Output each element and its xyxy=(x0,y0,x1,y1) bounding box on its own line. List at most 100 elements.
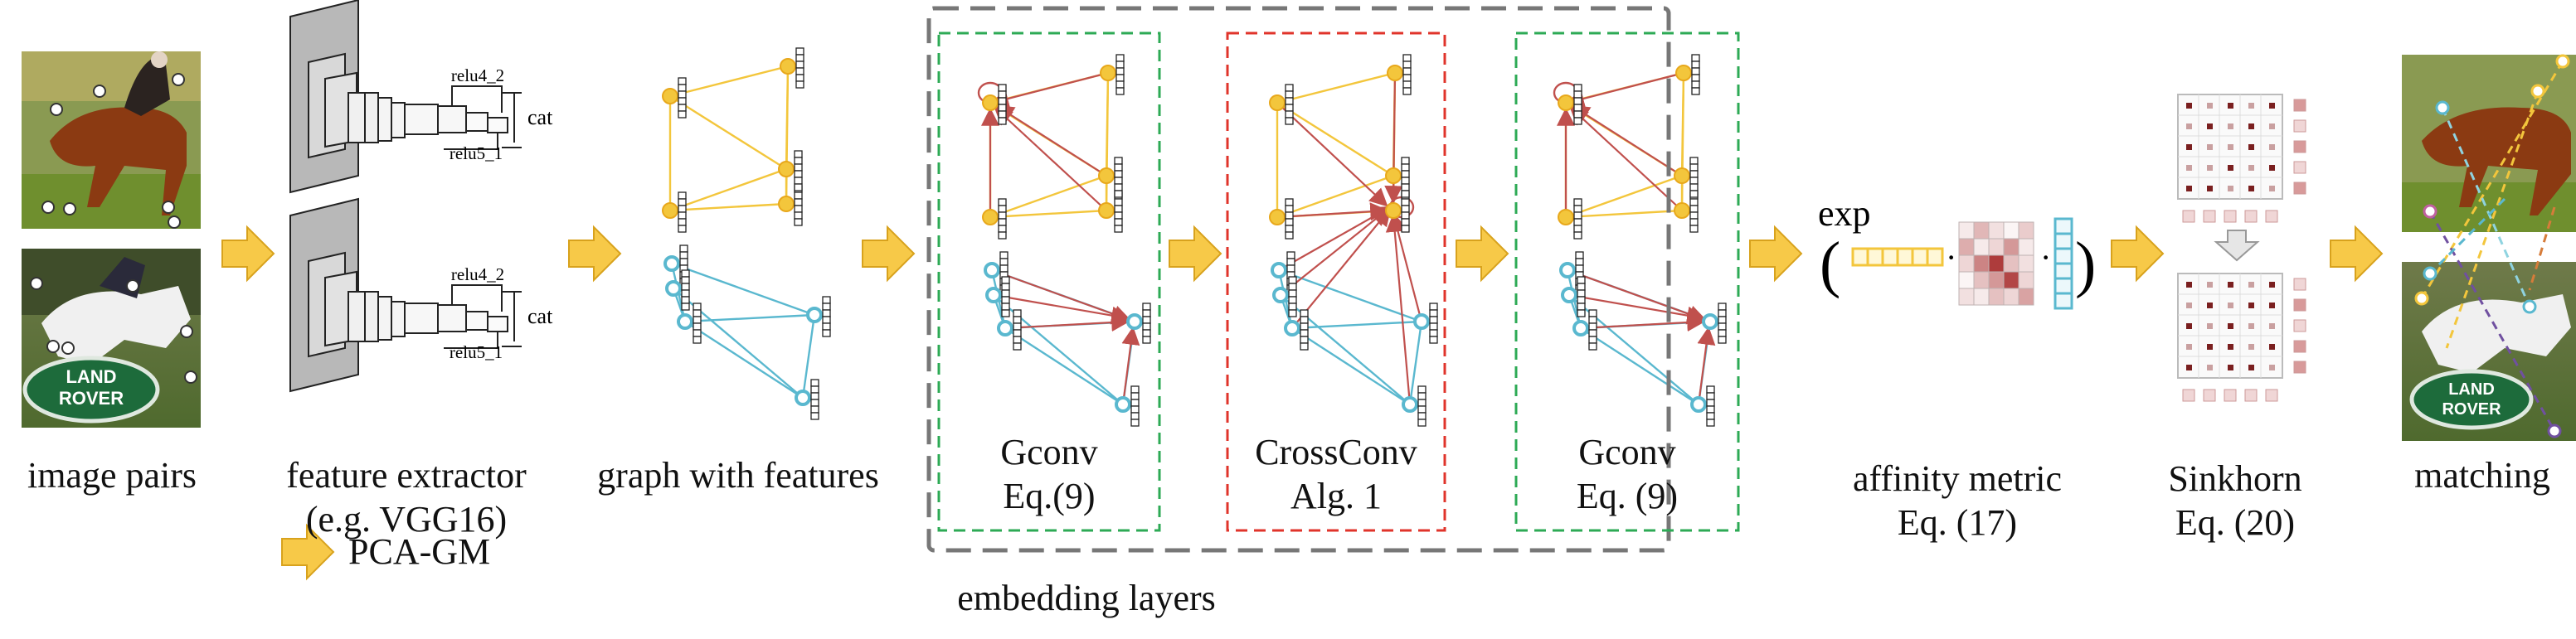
affinity-cell xyxy=(2003,254,2019,273)
crossconv-panel-nodes xyxy=(1269,54,1438,427)
gconv2-panel xyxy=(1553,54,1727,427)
affinity-cell xyxy=(2003,238,2019,256)
cat-label: cat xyxy=(527,105,553,129)
block-arrow-icon-5 xyxy=(1456,225,1509,283)
affinity-cell xyxy=(1958,288,1975,306)
relu5-label-2: relu5_1 xyxy=(450,342,503,362)
gconv2-panel-nodes xyxy=(1558,54,1727,427)
affinity-cell xyxy=(2003,288,2019,306)
flow-arrows xyxy=(221,225,2384,581)
cat-label-2: cat xyxy=(527,304,553,328)
affinity-cell xyxy=(2018,254,2034,273)
affinity-cell xyxy=(1973,254,1990,273)
label-sinkhorn-line1: Sinkhorn xyxy=(2168,458,2302,499)
label-affinity-line1: affinity metric xyxy=(1852,458,2063,499)
label-gconv2-line1: Gconv xyxy=(1578,432,1676,472)
left-photo-keypoints xyxy=(30,73,197,384)
image-pair-top xyxy=(22,51,201,229)
label-gconv2-line2: Eq. (9) xyxy=(1576,475,1679,516)
block-arrow-icon-8 xyxy=(2330,225,2384,283)
crossconv-panel xyxy=(1269,54,1438,427)
relu5-label: relu5_1 xyxy=(450,143,503,163)
blue-feature-vector xyxy=(2054,217,2073,310)
affinity-cell xyxy=(2018,271,2034,289)
label-gconv2: Gconv Eq. (9) xyxy=(1516,431,1738,519)
block-arrow-icon-4 xyxy=(1169,225,1222,283)
label-image-pairs: image pairs xyxy=(27,455,197,496)
label-feature-extractor-line1: feature extractor xyxy=(286,455,527,496)
affinity-cell xyxy=(2018,288,2034,306)
close-paren: ) xyxy=(2075,230,2096,299)
cnn-top xyxy=(289,0,522,194)
gconv1-panel-message-edges xyxy=(977,71,1140,405)
affinity-cell xyxy=(1958,271,1975,289)
cnn-bottom-labels: relu4_2 relu5_1 cat xyxy=(450,264,553,362)
legend-label-pca-gm: PCA-GM xyxy=(348,531,491,572)
sinkhorn-grid xyxy=(2177,273,2306,402)
label-affinity-metric: affinity metric Eq. (17) xyxy=(1808,457,2107,545)
label-feature-extractor-line2: (e.g. VGG16) xyxy=(305,498,508,540)
logo-text-land: LAND xyxy=(66,366,116,387)
image-pair-bottom: LAND ROVER xyxy=(22,249,201,428)
crossconv-panel-message-edges xyxy=(1276,72,1423,405)
affinity-cell xyxy=(1988,288,2005,306)
label-affinity-line2: Eq. (17) xyxy=(1897,501,2018,543)
affinity-cell xyxy=(2003,271,2019,289)
matching-lines xyxy=(2420,61,2564,432)
graph-features-panel xyxy=(662,47,831,420)
legend-arrow-icon xyxy=(281,523,335,581)
block-arrow-icon-6 xyxy=(1749,225,1803,283)
label-feature-extractor: feature extractor (e.g. VGG16) xyxy=(265,454,547,542)
cnn-bottom xyxy=(289,197,522,393)
affinity-cell xyxy=(1958,238,1975,256)
affinity-cell xyxy=(1988,238,2005,256)
matching-keypoints xyxy=(2414,54,2570,438)
label-crossconv-line1: CrossConv xyxy=(1255,432,1417,472)
crossconv-box xyxy=(1226,31,1446,532)
dot-1: · xyxy=(1946,239,1956,276)
graph-panels xyxy=(662,47,1727,427)
relu4-label-2: relu4_2 xyxy=(451,264,504,284)
label-gconv1-line1: Gconv xyxy=(1000,432,1098,472)
affinity-cell xyxy=(1958,221,1975,240)
affinity-cell xyxy=(1988,221,2005,240)
affinity-matrix xyxy=(1958,221,2034,306)
affinity-cell xyxy=(1973,271,1990,289)
affinity-cell xyxy=(1988,271,2005,289)
embedding-layers-box xyxy=(926,6,1671,553)
sinkhorn-grid xyxy=(2177,94,2306,223)
graph-features-panel-nodes xyxy=(662,47,831,420)
yellow-feature-vector xyxy=(1851,247,1944,267)
sinkhorn-matrices xyxy=(2177,94,2306,402)
logo-text-rover: ROVER xyxy=(59,388,124,409)
logo-text-land-right: LAND xyxy=(2448,380,2495,399)
graph-features-panel-edges xyxy=(668,65,816,399)
open-paren: ( xyxy=(1820,230,1840,299)
label-sinkhorn-line2: Eq. (20) xyxy=(2175,501,2296,543)
exp-text: exp xyxy=(1818,193,1871,234)
label-matching: matching xyxy=(2414,455,2550,496)
affinity-cell xyxy=(1958,254,1975,273)
label-crossconv-line2: Alg. 1 xyxy=(1290,475,1382,516)
gconv1-box xyxy=(937,31,1161,532)
affinity-cell xyxy=(2018,238,2034,256)
gconv1-panel-nodes xyxy=(982,54,1151,427)
logo-text-rover-right: ROVER xyxy=(2442,400,2501,419)
dot-2: · xyxy=(2040,239,2051,276)
gconv2-panel-message-edges xyxy=(1553,71,1716,405)
affinity-cell xyxy=(2018,221,2034,240)
sinkhorn-down-arrow-icon xyxy=(2214,230,2260,262)
block-arrow-icon-1 xyxy=(221,225,275,283)
label-graph-with-features: graph with features xyxy=(597,455,879,496)
affinity-cell xyxy=(2003,221,2019,240)
label-embedding-layers: embedding layers xyxy=(957,578,1216,618)
block-arrow-icon-2 xyxy=(568,225,622,283)
relu4-label: relu4_2 xyxy=(451,65,504,85)
block-arrow-icon-3 xyxy=(862,225,916,283)
affinity-cell xyxy=(1973,221,1990,240)
affinity-cell xyxy=(1973,238,1990,256)
label-gconv1: Gconv Eq.(9) xyxy=(939,431,1159,519)
affinity-formula: exp ( · · ) xyxy=(1818,193,2096,310)
gconv2-box xyxy=(1514,31,1740,532)
